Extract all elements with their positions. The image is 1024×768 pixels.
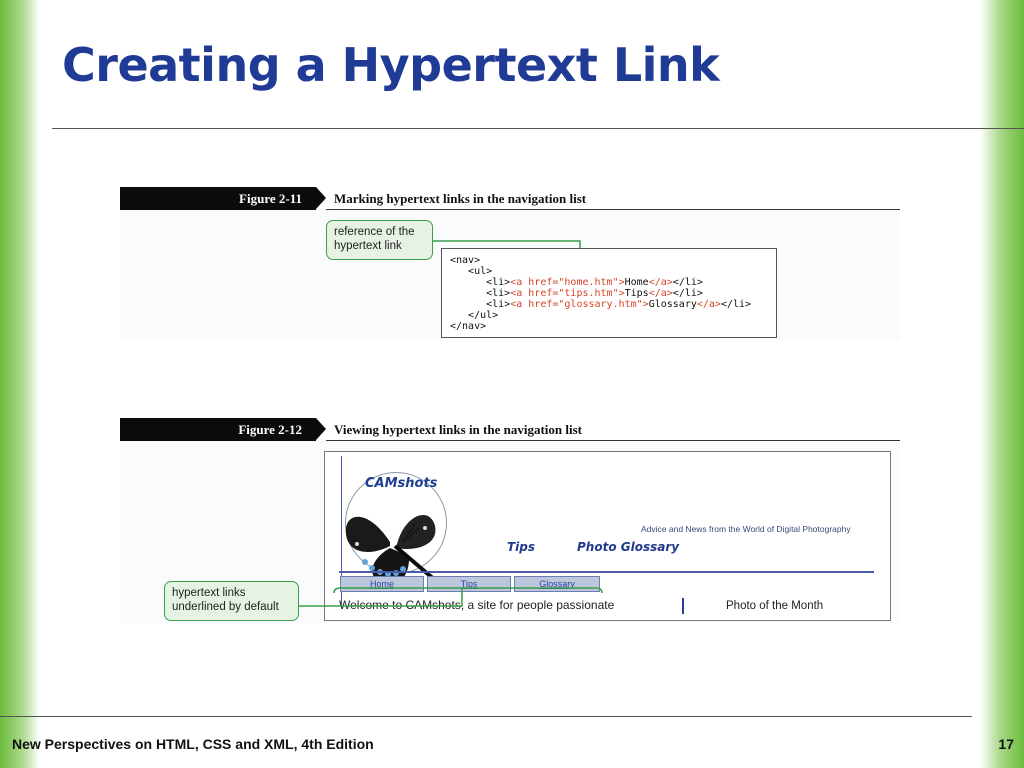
nav-photo-glossary[interactable]: Photo Glossary [577, 540, 680, 554]
site-tagline: Advice and News from the World of Digita… [641, 524, 851, 534]
nav-tips[interactable]: Tips [507, 540, 536, 554]
figure-header: Figure 2-11 Marking hypertext links in t… [120, 187, 900, 210]
figure-header: Figure 2-12 Viewing hypertext links in t… [120, 418, 900, 441]
figure-label: Figure 2-11 [239, 191, 302, 206]
figure-2-11: Figure 2-11 Marking hypertext links in t… [120, 187, 900, 340]
callout-underlined: hypertext links underlined by default [164, 581, 299, 621]
figure-caption: Viewing hypertext links in the navigatio… [334, 422, 582, 437]
website-preview: CAMshots Advice and News from the World … [324, 451, 891, 621]
site-logo: CAMshots [365, 476, 438, 491]
page-number: 17 [998, 736, 1014, 752]
callout-connector [299, 587, 603, 607]
figure-2-12: Figure 2-12 Viewing hypertext links in t… [120, 418, 900, 623]
footer-divider [0, 716, 972, 717]
figure-caption: Marking hypertext links in the navigatio… [334, 191, 587, 206]
right-accent-bar [980, 0, 1024, 768]
figure-label: Figure 2-12 [238, 422, 302, 437]
slide-title: Creating a Hypertext Link [62, 38, 720, 92]
photo-of-month: Photo of the Month [726, 600, 824, 612]
callout-reference: reference of the hypertext link [326, 220, 433, 260]
title-divider [52, 128, 1024, 129]
left-accent-bar [0, 0, 40, 768]
butterfly-image [345, 514, 437, 585]
code-sample: <nav> <ul> <li><a href="home.htm">Home</… [441, 248, 777, 338]
welcome-text: Welcome to CAMshots, a site for people p… [339, 598, 615, 612]
footer-text: New Perspectives on HTML, CSS and XML, 4… [12, 736, 374, 752]
